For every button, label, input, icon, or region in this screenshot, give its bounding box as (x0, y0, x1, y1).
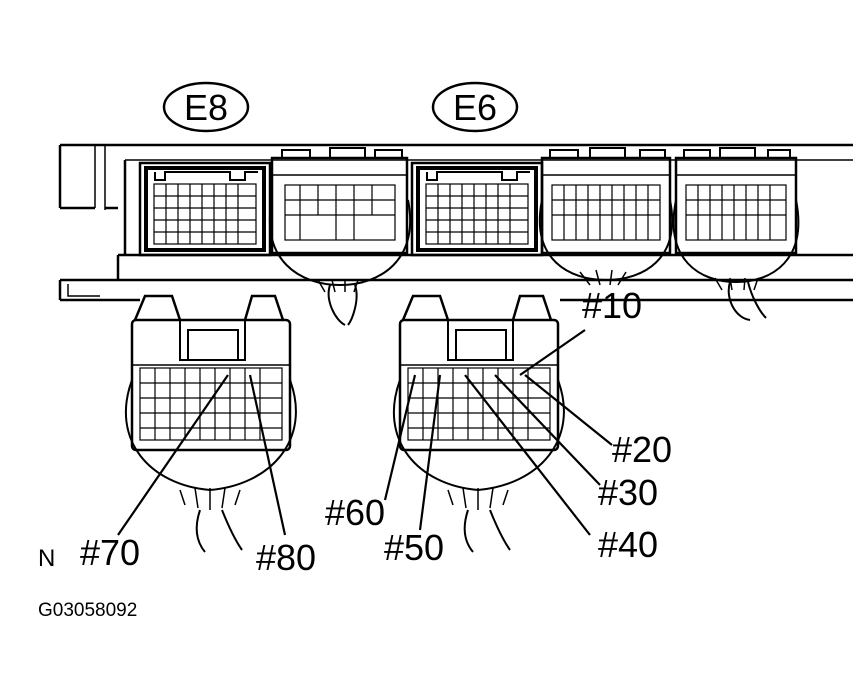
leader-p80 (248, 374, 287, 536)
connector-label-e6: E6 (431, 81, 519, 133)
pin-label-20: #20 (612, 429, 672, 470)
connector-e8-header (138, 161, 272, 257)
lower-plug-e6 (392, 294, 565, 553)
pin-label-70: #70 (80, 532, 140, 573)
top-plug-2 (539, 147, 673, 286)
figure-id: G03058092 (38, 600, 137, 621)
connector-e6-text: E6 (453, 87, 497, 128)
top-plug-1 (268, 147, 412, 326)
leader-p20 (524, 374, 613, 446)
north-indicator: N (38, 545, 55, 572)
connector-e6-header (410, 161, 544, 257)
pin-label-40: #40 (598, 524, 658, 565)
leader-lines (117, 329, 613, 536)
pin-label-80: #80 (256, 537, 316, 578)
leader-p30 (494, 374, 601, 486)
pin-label-10: #10 (582, 285, 642, 326)
leader-p70 (117, 374, 229, 536)
connector-e8-text: E8 (184, 87, 228, 128)
connector-label-e8: E8 (162, 81, 250, 133)
pin-label-50: #50 (384, 527, 444, 568)
top-plug-3 (672, 147, 800, 321)
pin-label-30: #30 (598, 472, 658, 513)
leader-p60 (383, 374, 417, 501)
lower-plug-e8 (124, 294, 297, 553)
leader-p10 (519, 329, 586, 376)
leader-p40 (464, 374, 591, 536)
leader-p50 (418, 374, 442, 531)
pin-label-60: #60 (325, 492, 385, 533)
